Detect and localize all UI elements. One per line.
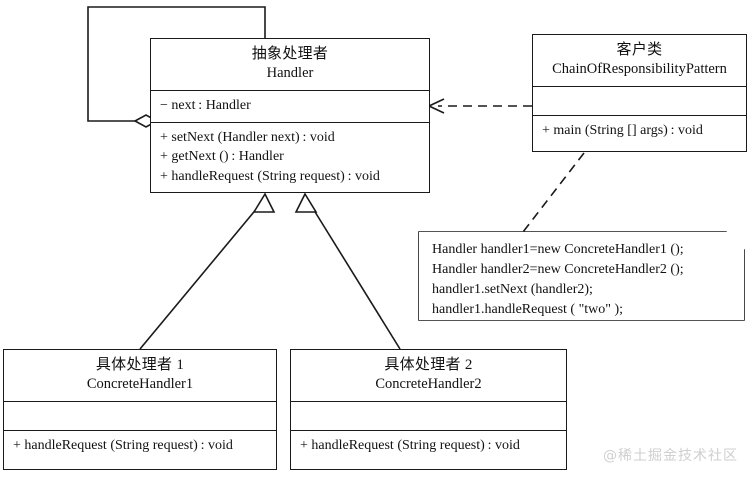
class-name-zh: 抽象处理者 [251,46,329,62]
dependency-client-to-handler [427,98,532,114]
note-anchor-line [522,152,585,233]
class-name-en: ConcreteHandler1 [86,376,194,393]
generalization-triangle [294,192,318,213]
generalization-concrete1 [139,192,276,350]
operation-row: + setNext (Handler next) : void [160,129,335,145]
class-box-handler[interactable]: 抽象处理者 Handler − next : Handler + setNext… [150,38,430,193]
note-line: handler1.handleRequest ( "two" ); [432,302,624,318]
class-name-zh: 客户类 [616,42,663,58]
class-attributes-handler: − next : Handler [151,91,429,123]
class-name-zh: 具体处理者 1 [95,357,185,373]
operation-row: + handleRequest (String request) : void [13,437,233,453]
class-name-en: ChainOfResponsibilityPattern [552,61,727,78]
class-box-concrete-handler-1[interactable]: 具体处理者 1 ConcreteHandler1 + handleRequest… [3,349,277,470]
class-name-en: Handler [266,65,314,82]
class-header-client: 客户类 ChainOfResponsibilityPattern [533,35,746,87]
class-operations-concrete1: + handleRequest (String request) : void [4,431,276,462]
class-attributes-client [533,87,746,116]
operation-row: + handleRequest (String request) : void [160,169,380,185]
code-note-box[interactable]: Handler handler1=new ConcreteHandler1 ()… [419,232,744,320]
class-operations-concrete2: + handleRequest (String request) : void [291,431,566,462]
note-text-block: Handler handler1=new ConcreteHandler1 ()… [432,240,684,321]
class-operations-handler: + setNext (Handler next) : void + getNex… [151,123,429,194]
note-line: Handler handler1=new ConcreteHandler1 ()… [432,242,684,257]
generalization-concrete2 [294,192,401,350]
dependency-open-arrowhead [427,98,445,114]
note-line: handler1.setNext (handler2); [432,282,593,298]
class-header-concrete1: 具体处理者 1 ConcreteHandler1 [4,350,276,402]
class-operations-client: + main (String [] args) : void [533,116,746,147]
class-name-en: ConcreteHandler2 [375,376,482,393]
operation-row: + main (String [] args) : void [542,122,703,138]
class-attributes-concrete2 [291,402,566,431]
class-box-client[interactable]: 客户类 ChainOfResponsibilityPattern + main … [532,34,747,152]
class-name-zh: 具体处理者 2 [384,357,473,373]
generalization-triangle [252,192,276,213]
class-box-concrete-handler-2[interactable]: 具体处理者 2 ConcreteHandler2 + handleRequest… [290,349,567,470]
operation-row: + handleRequest (String request) : void [300,437,520,453]
class-header-concrete2: 具体处理者 2 ConcreteHandler2 [291,350,566,402]
class-attributes-concrete1 [4,402,276,431]
operation-row: + getNext () : Handler [160,149,284,165]
attribute-row: − next : Handler [160,97,251,113]
class-header-handler: 抽象处理者 Handler [151,39,429,91]
note-line: Handler handler2=new ConcreteHandler2 ()… [432,262,684,278]
watermark-label: @稀土掘金技术社区 [603,448,738,464]
